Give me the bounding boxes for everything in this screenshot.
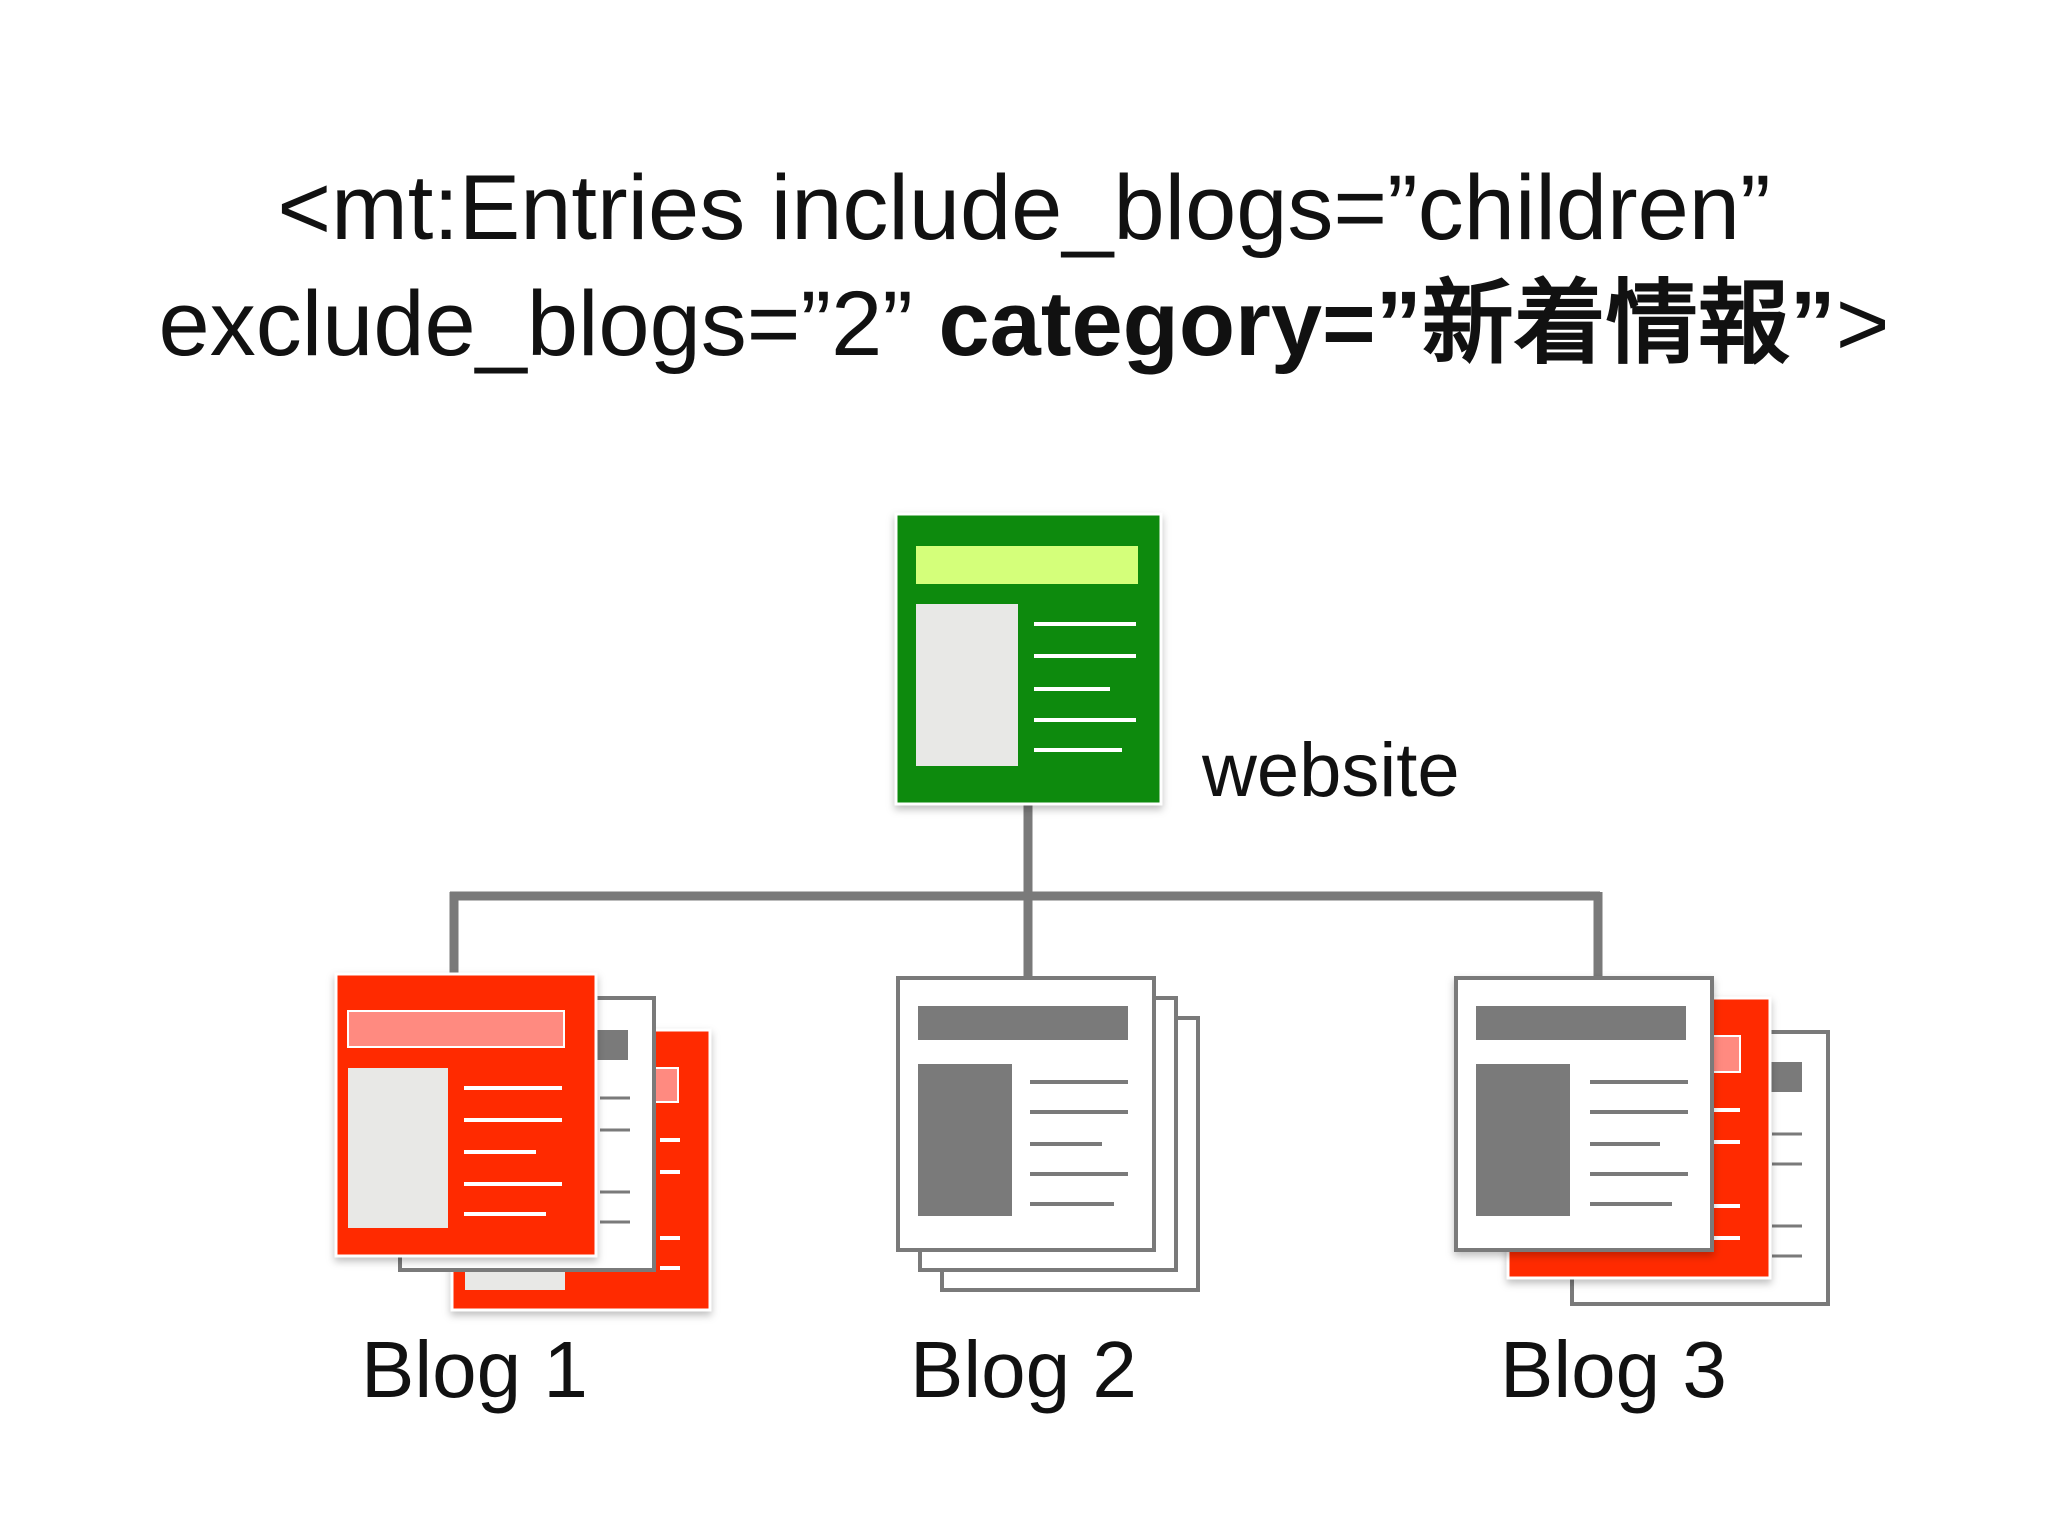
website-label: website — [1202, 728, 1460, 813]
blog1-icon — [334, 972, 712, 1312]
connector-lines — [449, 800, 1603, 980]
blog1-label: Blog 1 — [361, 1325, 588, 1414]
code-line-1: <mt:Entries include_blogs=”children” — [277, 157, 1771, 259]
blog2-icon — [896, 976, 1200, 1292]
blog3-icon — [1454, 976, 1830, 1306]
code-line-2-end: > — [1835, 273, 1890, 375]
code-line-2-regular: exclude_blogs=”2” — [158, 273, 939, 375]
code-line-2: exclude_blogs=”2” category=”新着情報”> — [0, 266, 2048, 382]
website-icon — [894, 512, 1163, 806]
code-title: <mt:Entries include_blogs=”children” exc… — [0, 150, 2048, 382]
blog2-label: Blog 2 — [910, 1325, 1137, 1414]
code-line-2-bold: category=”新着情報” — [938, 273, 1836, 375]
blog3-label: Blog 3 — [1500, 1325, 1727, 1414]
